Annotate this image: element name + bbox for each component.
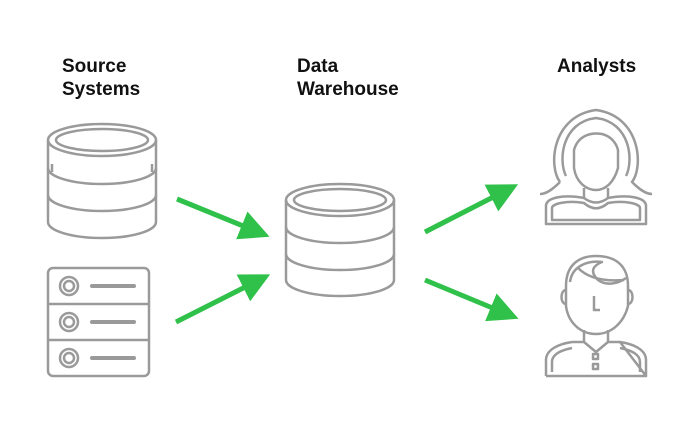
arrow-warehouse-to-female-analyst	[423, 184, 519, 235]
data-warehouse-database-icon	[284, 182, 396, 298]
source-systems-label-line-1: Source	[62, 56, 127, 77]
male-analyst-icon	[544, 254, 648, 378]
data-warehouse-label-line-1: Data	[297, 56, 339, 77]
arrow-warehouse-to-male-analyst	[424, 277, 519, 322]
arrow-database-to-warehouse	[176, 196, 270, 240]
source-server-rack-icon	[46, 266, 151, 378]
source-systems-label-line-2: Systems	[62, 79, 141, 100]
data-warehouse-label-line-2: Warehouse	[297, 79, 399, 100]
source-database-icon	[46, 122, 158, 240]
female-analyst-icon	[539, 108, 653, 226]
analysts-label: Analysts	[557, 55, 636, 78]
data-warehouse-label: Data Warehouse	[297, 55, 399, 101]
arrow-servers-to-warehouse	[174, 274, 271, 325]
source-systems-label: Source Systems	[62, 55, 140, 101]
analysts-label-line-1: Analysts	[557, 56, 637, 77]
